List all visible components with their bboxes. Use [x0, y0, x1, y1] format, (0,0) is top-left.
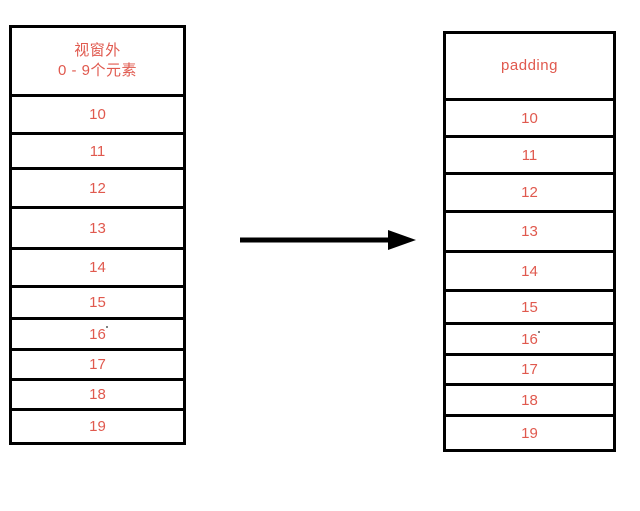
ink-speck	[537, 331, 540, 334]
list-item: 13	[9, 206, 186, 250]
ink-speck	[106, 326, 109, 329]
list-item-label: 15	[89, 294, 106, 311]
list-item: 10	[9, 94, 186, 135]
list-item: 14	[443, 250, 616, 292]
list-item: 16	[9, 317, 186, 351]
right-list-column: padding 10 11 12 13 14 15 16 17 18	[443, 31, 616, 492]
list-item-label: 17	[521, 361, 538, 378]
list-item: 18	[443, 383, 616, 417]
list-item-label: 14	[89, 259, 106, 276]
list-item-label: 18	[521, 391, 538, 409]
list-item-label: 11	[521, 146, 538, 164]
list-item-label: 10	[521, 109, 538, 127]
list-item: 13	[443, 210, 616, 253]
list-item-label: 13	[521, 223, 538, 240]
list-item-label: 14	[521, 262, 538, 280]
left-column-header: 视窗外 0 - 9个元素	[9, 25, 186, 97]
list-item: 19	[443, 414, 616, 452]
list-item-label: 10	[89, 106, 106, 123]
list-item: 14	[9, 247, 186, 288]
list-item: 17	[443, 353, 616, 386]
list-item: 19	[9, 408, 186, 445]
left-list-column: 视窗外 0 - 9个元素 10 11 12 13 14 15 16 17 18	[9, 25, 186, 486]
list-item-label: 19	[89, 418, 106, 435]
right-column-header: padding	[443, 31, 616, 101]
list-item: 15	[9, 285, 186, 320]
list-item-label: 12	[521, 184, 538, 201]
list-item-label: 19	[521, 424, 538, 442]
list-item: 15	[443, 289, 616, 325]
left-header-line-2: 0 - 9个元素	[57, 62, 137, 79]
right-arrow-icon	[240, 228, 416, 252]
list-item: 16	[443, 322, 616, 356]
left-header-line-1: 视窗外	[74, 41, 121, 59]
list-item: 18	[9, 378, 186, 411]
list-item-label: 13	[89, 219, 106, 237]
list-item-label: 11	[89, 142, 106, 160]
list-item: 12	[9, 167, 186, 209]
right-header-line-1: padding	[501, 56, 558, 74]
list-item-label: 16	[521, 330, 538, 348]
list-item-label: 17	[89, 356, 106, 373]
list-item-label: 16	[89, 325, 106, 343]
list-item: 12	[443, 172, 616, 213]
list-item-label: 15	[521, 298, 538, 316]
list-item: 11	[443, 135, 616, 175]
list-item-label: 12	[89, 179, 106, 197]
list-item: 11	[9, 132, 186, 170]
list-item-label: 18	[89, 386, 106, 403]
list-item: 17	[9, 348, 186, 381]
list-item: 10	[443, 98, 616, 138]
